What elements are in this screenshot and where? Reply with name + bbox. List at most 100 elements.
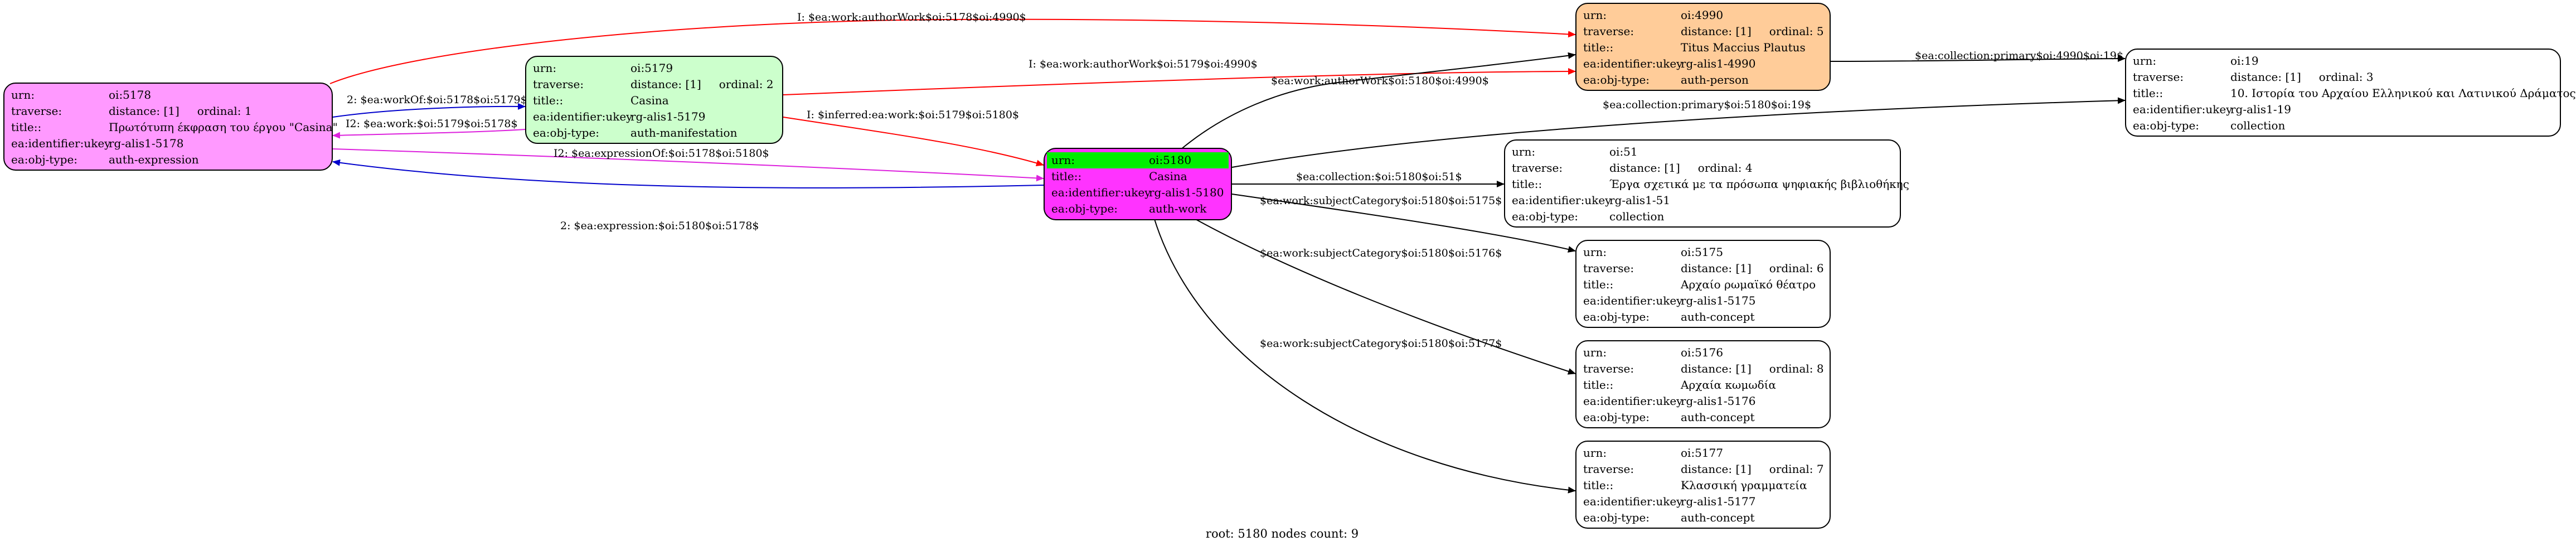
node-field-row: ea:obj-type:auth-manifestation: [533, 125, 775, 141]
node-field-row: traverse:distance: [1]ordinal: 8: [1583, 361, 1824, 377]
field-value: distance: [1]: [1609, 161, 1680, 175]
node-field-row: title::Casina: [533, 93, 775, 109]
node-field-row: title::Αρχαίο ρωμαϊκό θέατρο: [1583, 277, 1823, 293]
field-key: ea:obj-type:: [1051, 202, 1118, 215]
field-value: oi:5179: [630, 61, 673, 75]
edge-5178-5180: I2: $ea:expressionOf:$oi:5178$oi:5180$: [332, 147, 1044, 182]
field-key: traverse:: [11, 104, 62, 118]
field-key: urn:: [1583, 245, 1607, 259]
node-field-row: traverse:distance: [1]ordinal: 3: [2133, 69, 2553, 85]
field-key: ea:identifier:ukey: [2133, 103, 2233, 116]
field-value: oi:5180: [1149, 153, 1192, 167]
edge-label: 2: $ea:workOf:$oi:5178$oi:5179$: [347, 94, 527, 106]
field-value: auth-work: [1149, 202, 1207, 215]
edge-5178-5179: 2: $ea:workOf:$oi:5178$oi:5179$: [332, 94, 527, 118]
node-field-row: urn:oi:5175: [1583, 244, 1823, 260]
field-value: Casina: [630, 94, 669, 107]
field-value: rg-alis1-4990: [1681, 57, 1756, 70]
field-value: distance: [1]: [1681, 262, 1752, 275]
node-field-row: title::Κλασσική γραμματεία: [1583, 477, 1823, 494]
edge-label: I: $ea:work:authorWork$oi:5179$oi:4990$: [1029, 58, 1258, 70]
footer-status: root: 5180 nodes count: 9: [1205, 527, 1359, 540]
node-oi-19[interactable]: urn: oi:19 traverse:distance: [1]ordinal: …: [2125, 49, 2576, 137]
node-field-row: ea:obj-type: auth-work: [1051, 201, 1224, 217]
field-key: ea:identifier:ukey: [1583, 495, 1683, 508]
field-key: title::: [533, 94, 564, 107]
field-value: Titus Maccius Plautus: [1681, 41, 1806, 54]
node-field-row: ea:obj-type:collection: [2133, 118, 2553, 134]
edge-label: I2: $ea:expressionOf:$oi:5178$oi:5180$: [554, 147, 769, 160]
field-value: Έργα σχετικά με τα πρόσωπα ψηφιακής βιβλ…: [1609, 177, 1909, 191]
field-value: oi:19: [2230, 54, 2259, 67]
field-key: urn:: [2133, 54, 2157, 67]
field-value: auth-concept: [1681, 410, 1755, 424]
edge-5180-5177: $ea:work:subjectCategory$oi:5180$oi:5177…: [1153, 217, 1576, 494]
field-key: traverse:: [1512, 161, 1563, 175]
field-value: rg-alis1-5178: [109, 137, 184, 150]
field-key: ea:identifier:ukey: [533, 110, 633, 123]
node-field-row: ea:obj-type: auth-expression: [11, 152, 325, 168]
field-value: Αρχαία κωμωδία: [1681, 378, 1777, 392]
field-key: urn:: [1051, 153, 1075, 167]
field-value: oi:5178: [109, 88, 152, 102]
edge-label: I: $ea:work:authorWork$oi:5178$oi:4990$: [797, 11, 1026, 23]
field-key: title::: [1583, 378, 1614, 392]
node-field-row: traverse:distance: [1]ordinal: 7: [1583, 461, 1824, 477]
edge-5180-5175: $ea:work:subjectCategory$oi:5180$oi:5175…: [1231, 194, 1576, 253]
edge-label: $ea:collection:primary$oi:4990$oi:19$: [1915, 50, 2123, 62]
field-value: auth-expression: [109, 153, 199, 166]
field-key: title::: [11, 120, 42, 134]
node-field-row: ea:obj-type: auth-concept: [1583, 409, 1823, 426]
node-field-row: traverse: distance: [1] ordinal: 6: [1583, 260, 1824, 277]
field-value: rg-alis1-5179: [630, 110, 706, 123]
edge-5179-4990: I: $ea:work:authorWork$oi:5179$oi:4990$: [783, 58, 1576, 95]
field-value: distance: [1]: [1681, 25, 1752, 38]
field-key: ea:obj-type:: [1583, 410, 1650, 424]
field-value: Casina: [1149, 170, 1187, 183]
field-value-ordinal: ordinal: 6: [1769, 262, 1824, 275]
field-value: Πρωτότυπη έκφραση του έργου "Casina": [109, 120, 338, 134]
field-key: ea:obj-type:: [11, 153, 78, 166]
field-key: traverse:: [1583, 262, 1634, 275]
edge-5178-4990: I: $ea:work:authorWork$oi:5178$oi:4990$: [329, 11, 1576, 84]
field-value: distance: [1]: [1681, 362, 1752, 375]
node-field-row: title::Πρωτότυπη έκφραση του έργου "Casi…: [11, 119, 338, 136]
field-value: distance: [1]: [109, 104, 180, 118]
field-value-ordinal: ordinal: 5: [1769, 25, 1824, 38]
field-value: collection: [1609, 210, 1665, 223]
field-value: auth-concept: [1681, 511, 1755, 524]
node-field-row: ea:obj-type:collection: [1512, 209, 1893, 225]
field-value: rg-alis1-5176: [1681, 394, 1756, 408]
node-field-row: traverse:distance: [1]ordinal: 1: [11, 103, 325, 119]
node-oi-5175[interactable]: urn:oi:5175 traverse: distance: [1] ordinal…: [1575, 240, 1831, 328]
field-key: ea:identifier:ukey: [1583, 294, 1683, 307]
node-field-row: traverse:distance: [1]ordinal: 4: [1512, 160, 1893, 176]
field-key: traverse:: [2133, 70, 2184, 84]
edge-label: 2: $ea:expression:$oi:5180$oi:5178$: [560, 220, 759, 232]
node-field-row: title::Casina: [1051, 168, 1224, 185]
node-field-row: traverse:distance: [1]ordinal: 5: [1583, 23, 1824, 40]
field-value: auth-person: [1681, 73, 1749, 86]
field-value-group: distance: [1] ordinal: 5: [1681, 23, 1824, 40]
field-key: ea:obj-type:: [1583, 310, 1650, 323]
edge-label: $ea:work:authorWork$oi:5180$oi:4990$: [1271, 75, 1489, 87]
field-value: rg-alis1-51: [1609, 194, 1671, 207]
field-key: urn:: [11, 88, 35, 102]
node-field-row: urn:oi:5179: [533, 60, 775, 76]
node-field-row: traverse:distance: [1]ordinal: 2: [533, 76, 775, 93]
edge-5180-51: $ea:collection:$oi:5180$oi:51$: [1232, 171, 1505, 187]
field-value-group: distance: [1]ordinal: 7: [1681, 461, 1824, 477]
field-value-ordinal: ordinal: 8: [1769, 362, 1824, 375]
